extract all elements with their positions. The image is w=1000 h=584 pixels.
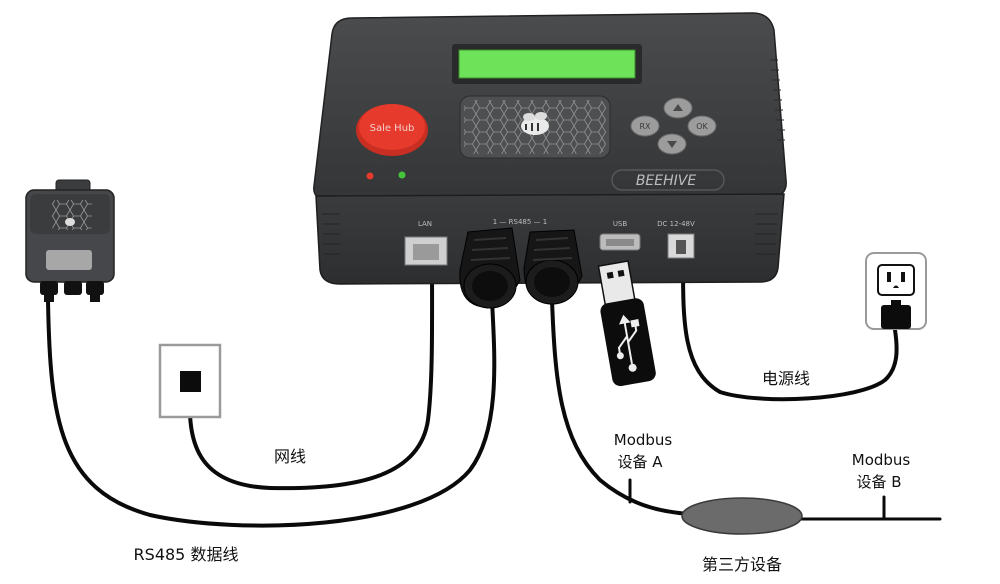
ok-key[interactable]: OK <box>687 115 717 137</box>
network-cable <box>187 256 435 491</box>
power-cable-label: 电源线 <box>762 369 810 388</box>
power-outlet <box>865 252 927 330</box>
third-party-device-label: 第三方设备 <box>702 555 782 574</box>
dc-port-label: DC 12-48V <box>657 220 695 228</box>
down-key[interactable] <box>657 133 687 155</box>
rs485-port-label: 1 — RS485 — 1 <box>493 218 547 226</box>
third-party-device <box>681 497 803 535</box>
rx-key[interactable]: RX <box>630 115 660 137</box>
usb-port-label: USB <box>613 220 628 228</box>
rs485-connector-2[interactable] <box>523 229 583 305</box>
modbus-a-label-line1: Modbus <box>614 431 673 449</box>
up-key[interactable] <box>663 97 693 119</box>
ok-key-label: OK <box>696 122 708 131</box>
hub-device: Sale Hub RX OK <box>313 12 787 309</box>
sale-hub-button[interactable]: Sale Hub <box>356 104 428 156</box>
sale-hub-button-label: Sale Hub <box>370 123 415 134</box>
network-wall-socket <box>158 343 222 419</box>
sensor-module <box>25 179 115 302</box>
lan-port[interactable] <box>404 236 448 266</box>
rx-key-label: RX <box>639 122 651 131</box>
network-cable-label: 网线 <box>274 447 306 466</box>
modbus-b-label-line2: 设备 B <box>856 473 901 491</box>
rs485-cable <box>46 298 497 528</box>
dc-port[interactable] <box>667 233 695 259</box>
rs485-cable-label: RS485 数据线 <box>134 545 239 564</box>
bee-logo-icon <box>521 112 549 135</box>
status-led-red <box>366 172 374 180</box>
modbus-cable <box>550 298 692 516</box>
usb-port[interactable] <box>599 233 641 251</box>
rs485-connector-1[interactable] <box>459 227 521 309</box>
cables <box>46 254 942 528</box>
modbus-a-label-line2: 设备 A <box>617 453 663 471</box>
brand-label: BEEHIVE <box>636 173 697 189</box>
sensor-bee-icon <box>65 218 75 226</box>
power-cable <box>680 254 899 402</box>
usb-symbol-icon <box>616 314 640 372</box>
keypad: RX OK <box>630 97 717 155</box>
modbus-b-label-line1: Modbus <box>852 451 911 469</box>
usb-stick <box>597 260 656 387</box>
status-led-green <box>398 171 406 179</box>
lan-port-label: LAN <box>418 220 432 228</box>
